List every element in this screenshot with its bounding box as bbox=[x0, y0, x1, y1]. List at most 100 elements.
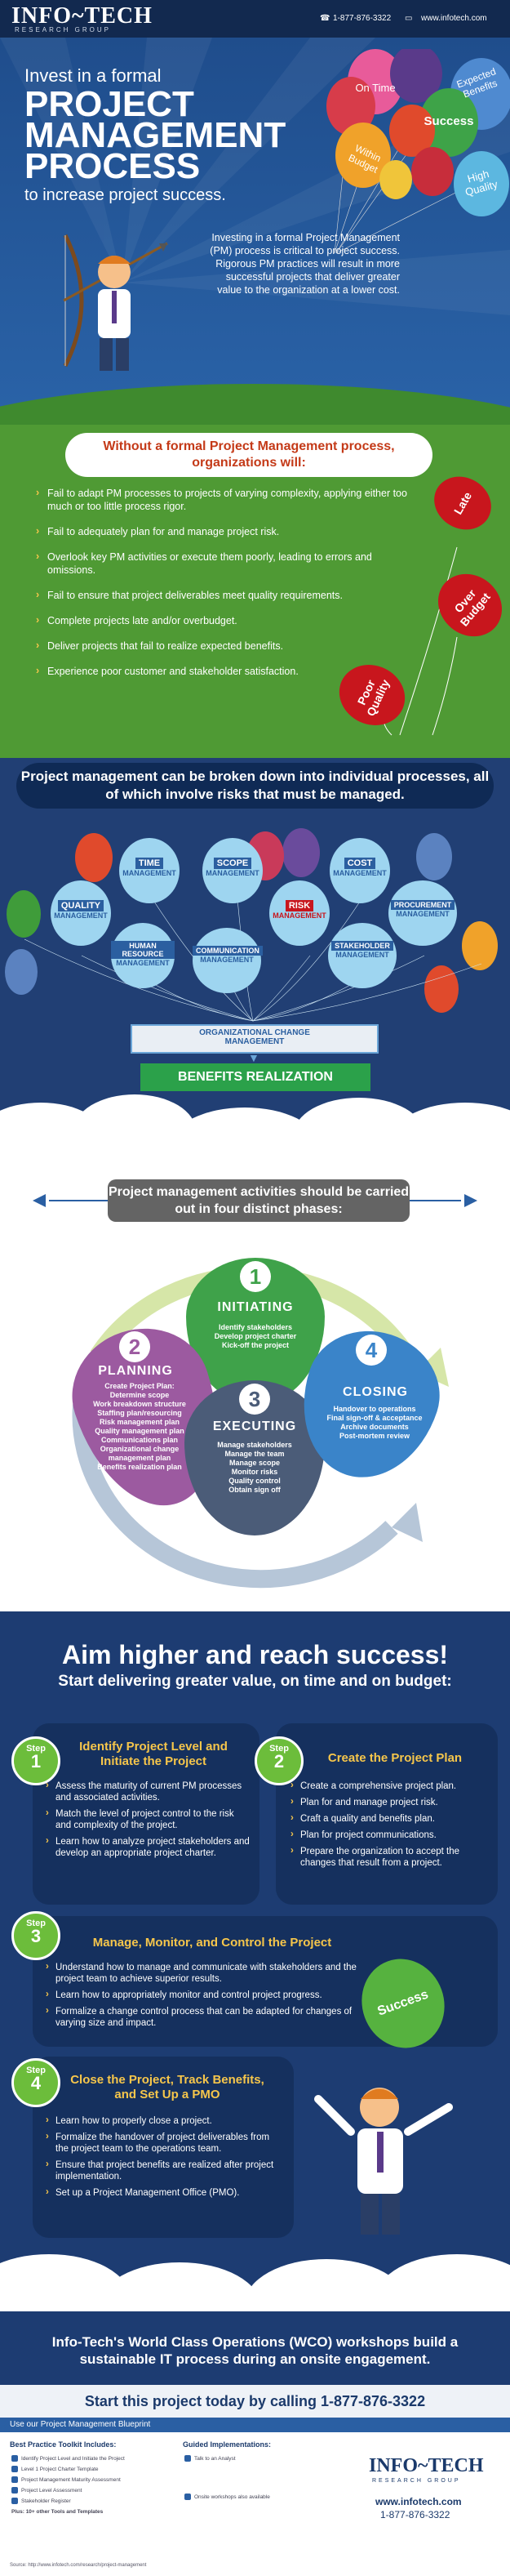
step-item: Formalize a change control process that … bbox=[46, 2005, 372, 2029]
bg-balloon bbox=[416, 833, 452, 880]
phase-item: Benefits realization plan bbox=[97, 1463, 182, 1471]
bg-balloon bbox=[75, 833, 113, 882]
step-item: Ensure that project benefits are realize… bbox=[46, 2159, 282, 2182]
header-phone: 1-877-876-3322 bbox=[333, 14, 392, 23]
phase-item: Identify stakeholders bbox=[218, 1323, 293, 1331]
ocm-sub: MANAGEMENT bbox=[224, 1037, 285, 1046]
toolkit-item[interactable]: Level 1 Project Charter Template bbox=[11, 2464, 166, 2475]
toolkit-item[interactable]: Identify Project Level and Initiate the … bbox=[11, 2453, 166, 2464]
phase-number-3: 3 bbox=[239, 1384, 270, 1415]
management-text: MANAGEMENT bbox=[54, 911, 108, 920]
step-item: Set up a Project Management Office (PMO)… bbox=[46, 2186, 282, 2199]
phase-item: Manage stakeholders bbox=[217, 1441, 292, 1449]
aim-subtitle: Start delivering greater value, on time … bbox=[58, 1673, 452, 1690]
step-word: Step bbox=[26, 1919, 46, 1928]
management-text: MANAGEMENT bbox=[396, 910, 450, 918]
header-website[interactable]: www.infotech.com bbox=[421, 14, 487, 23]
guided-spacer bbox=[184, 2464, 348, 2492]
phase-item: Archive documents bbox=[340, 1423, 409, 1431]
management-text: MANAGEMENT bbox=[273, 911, 326, 920]
phases-title: Project management activities should be … bbox=[108, 1179, 410, 1222]
phase-item: Handover to operations bbox=[333, 1405, 416, 1413]
phase-item: Work breakdown structure bbox=[93, 1400, 186, 1408]
scope-balloon bbox=[202, 838, 263, 903]
step-2-list: Create a comprehensive project plan. Pla… bbox=[290, 1780, 491, 1874]
guided-item[interactable]: Talk to an Analyst bbox=[184, 2453, 348, 2464]
risk-item: Fail to ensure that project deliverables… bbox=[36, 588, 411, 602]
phase-item: Risk management plan bbox=[99, 1418, 180, 1426]
bg-balloon bbox=[424, 965, 459, 1013]
phase-executing-name: EXECUTING bbox=[212, 1419, 297, 1433]
phase-item: Create Project Plan: bbox=[104, 1382, 175, 1390]
step-1-title: Identify Project Level and Initiate the … bbox=[79, 1740, 228, 1768]
footer-website[interactable]: www.infotech.com bbox=[375, 2496, 462, 2507]
phase-closing-items: Handover to operations Final sign-off & … bbox=[313, 1405, 436, 1441]
phase-initiating-name: INITIATING bbox=[217, 1300, 294, 1314]
phase-item: Kick-off the project bbox=[221, 1341, 289, 1349]
risks-title: Without a formal Project Management proc… bbox=[65, 433, 432, 477]
phase-closing-name: CLOSING bbox=[343, 1385, 408, 1399]
step-number: 2 bbox=[273, 1751, 285, 1772]
ocm-label: ORGANIZATIONAL CHANGE bbox=[199, 1028, 310, 1037]
hero-line5: to increase project success. bbox=[24, 186, 226, 204]
cost-balloon bbox=[330, 838, 390, 903]
down-arrow-icon: ▼ bbox=[248, 1051, 259, 1064]
step-item: Match the level of project control to th… bbox=[46, 1807, 251, 1831]
toolkit-title: Best Practice Toolkit Includes: bbox=[10, 2440, 117, 2449]
step-item: Prepare the organization to accept the c… bbox=[290, 1845, 491, 1869]
toolkit-item[interactable]: Stakeholder Register bbox=[11, 2496, 166, 2507]
call-to-action[interactable]: Start this project today by calling 1-87… bbox=[0, 2385, 510, 2418]
process-strings bbox=[24, 889, 482, 1022]
risk-item: Complete projects late and/or overbudget… bbox=[36, 613, 411, 627]
step-4-title: Close the Project, Track Benefits, and S… bbox=[70, 2073, 264, 2101]
phase-item: Manage the team bbox=[224, 1450, 285, 1458]
step-item: Learn how to appropriately monitor and c… bbox=[46, 1989, 372, 2001]
risk-item: Overlook key PM activities or execute th… bbox=[36, 550, 411, 577]
human-resource-tag: HUMAN RESOURCE bbox=[111, 941, 175, 959]
bottom-band bbox=[0, 2311, 510, 2385]
footer-logo[interactable]: INFO~TECH bbox=[369, 2455, 484, 2476]
guided-item[interactable]: Onsite workshops also available bbox=[184, 2492, 348, 2502]
hero-line3: MANAGEMENT bbox=[24, 115, 286, 155]
cost-tag: COST bbox=[344, 858, 376, 869]
toolkit-item[interactable]: Project Management Maturity Assessment bbox=[11, 2475, 166, 2485]
footer bbox=[0, 2418, 510, 2576]
infotech-logo[interactable]: INFO~TECH bbox=[11, 3, 153, 29]
communication-tag: COMMUNICATION bbox=[193, 946, 263, 956]
phase-item: Staffing plan/resourcing bbox=[97, 1409, 182, 1417]
document-icon bbox=[11, 2476, 18, 2484]
phase-number-1: 1 bbox=[240, 1261, 271, 1292]
phase-item: Monitor risks bbox=[231, 1468, 278, 1476]
toolkit-item[interactable]: Project Level Assessment bbox=[11, 2485, 166, 2496]
blueprint-bar[interactable]: Use our Project Management Blueprint bbox=[0, 2418, 510, 2432]
processes-title: Project management can be broken down in… bbox=[16, 763, 494, 809]
document-icon bbox=[11, 2487, 18, 2494]
time-tag: TIME bbox=[135, 858, 164, 869]
benefits-realization-box: BENEFITS REALIZATION bbox=[140, 1063, 370, 1091]
phase-initiating-items: Identify stakeholders Develop project ch… bbox=[186, 1323, 325, 1350]
phone-icon bbox=[184, 2455, 191, 2462]
footer-logo-sub: RESEARCH GROUP bbox=[372, 2478, 461, 2484]
risk-item: Experience poor customer and stakeholder… bbox=[36, 664, 411, 678]
hero-line2: PROJECT bbox=[24, 84, 194, 124]
management-text: MANAGEMENT bbox=[335, 951, 389, 959]
step-2-title: Create the Project Plan bbox=[327, 1751, 463, 1765]
risk-item: Fail to adequately plan for and manage p… bbox=[36, 524, 411, 538]
phase-item: Post-mortem review bbox=[339, 1432, 410, 1440]
hero-line4: PROCESS bbox=[24, 146, 201, 186]
hero-body: Investing in a formal Project Management… bbox=[210, 232, 400, 296]
step-number: 1 bbox=[30, 1751, 42, 1772]
balloon-cluster bbox=[326, 49, 510, 254]
bg-balloon bbox=[462, 921, 498, 970]
step-item: Formalize the handover of project delive… bbox=[46, 2131, 282, 2155]
phase-executing-items: Manage stakeholders Manage the team Mana… bbox=[184, 1441, 325, 1495]
quality-balloon bbox=[51, 880, 111, 946]
guided-title: Guided Implementations: bbox=[183, 2440, 272, 2449]
